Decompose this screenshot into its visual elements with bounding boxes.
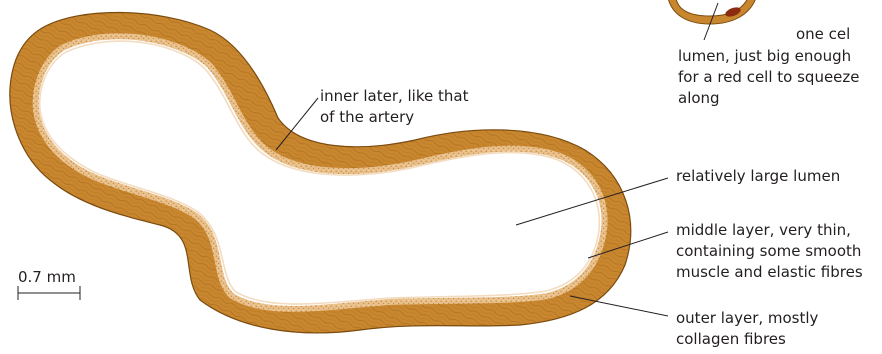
outer-layer-label-line-1: outer layer, mostly [676,309,819,327]
capillary-lumen-label-line-2: for a red cell to squeeze [678,68,860,86]
inner-layer-label-line-1: inner later, like that [320,87,469,105]
inner-layer [40,41,600,304]
vein-wall [10,12,631,332]
lumen-label: relatively large lumen [676,167,840,185]
middle-layer [36,36,605,309]
capillary-lumen-label-line-3: along [678,89,720,107]
middle-layer-label-line-1: middle layer, very thin, [676,221,851,239]
capillary-wall [668,0,756,24]
outer-layer-label-line-2: collagen fibres [676,330,786,348]
capillary-lumen-label-line-1: lumen, just big enough [678,47,851,65]
scale-label: 0.7 mm [18,268,76,286]
outer-layer-fibres [10,12,631,332]
capillary-note: one cel [796,25,850,43]
scale-bar: 0.7 mm [18,268,80,300]
middle-layer-label-line-3: muscle and elastic fibres [676,263,863,281]
outer-layer [10,12,631,332]
inner-layer-label-line-2: of the artery [320,108,414,126]
capillary [668,0,756,24]
middle-layer-label-line-2: containing some smooth [676,242,861,260]
